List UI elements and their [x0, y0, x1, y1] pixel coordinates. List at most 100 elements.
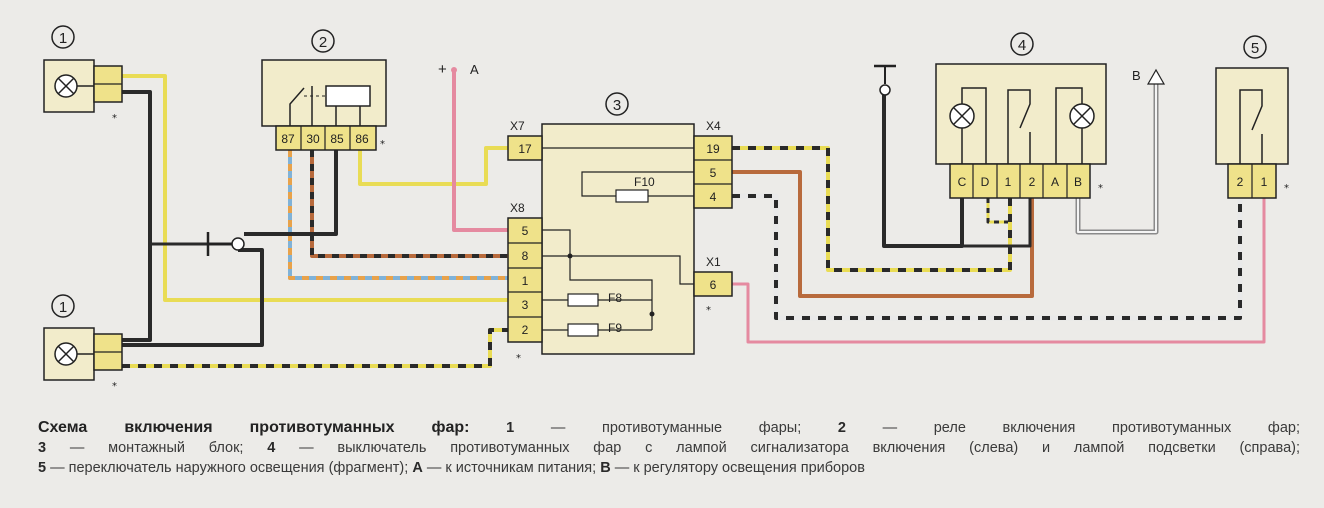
- caption-line-3: 5 — переключатель наружного освещения (ф…: [38, 458, 1300, 478]
- fuse-f8-icon: [567, 293, 599, 307]
- ground-mark-icon: ⁎: [112, 378, 117, 389]
- x1-pin-6: 6: [710, 278, 717, 292]
- connector-x7: [507, 135, 543, 161]
- power-letter-a: A: [470, 62, 479, 77]
- relay-pin-85: 85: [330, 132, 344, 146]
- switch-contact-icon: [1007, 89, 1031, 164]
- relay-pin-86: 86: [355, 132, 369, 146]
- fuse-f10-label: F10: [634, 175, 655, 189]
- wire-black-switch-c: [960, 198, 1032, 248]
- ground-mark-icon: ⁎: [1284, 180, 1289, 191]
- output-letter-b: B: [1132, 68, 1141, 83]
- component-numbers: 1 1 2 3 4 5: [51, 25, 1267, 318]
- caption-title: Схема включения противотуманных фар:: [38, 419, 470, 436]
- number-fog-lamp-top: 1: [59, 30, 67, 47]
- caption-num-3: 3: [38, 440, 47, 456]
- caption-text-3: — монтажный блок;: [46, 440, 268, 456]
- fog-switch: C D 1 2 A B ⁎: [935, 63, 1107, 199]
- diagram-caption: Схема включения противотуманных фар: 1 —…: [38, 418, 1300, 478]
- arrow-up-icon: [1146, 68, 1166, 85]
- caption-text-a: — к источникам питания;: [422, 460, 601, 476]
- number-fog-switch: 4: [1018, 37, 1026, 54]
- output-b-arrow: B: [1132, 68, 1166, 85]
- wire-blue-relay87-x8-1: [288, 150, 508, 280]
- x4-pin-19: 19: [706, 142, 720, 156]
- caption-num-5: 5: [38, 460, 47, 476]
- switch-contact-icon: [1239, 89, 1263, 164]
- connector-x8: 5 8 1 3 2: [507, 217, 543, 343]
- number-relay: 2: [319, 34, 327, 51]
- wire-black-ground-down: [122, 248, 264, 347]
- fog-switch-connector: C D 1 2 A B: [949, 163, 1091, 199]
- relay-connector: 87 30 85 86: [275, 125, 377, 151]
- fuse-f8-label: F8: [608, 291, 622, 305]
- wire-black-relay85: [244, 150, 338, 236]
- wire-yb-lamp-bottom-x8-2: [122, 328, 508, 368]
- ground-symbol-right: [874, 64, 896, 96]
- mounting-block: F10 F8 F9 X7 17 X4 19 5 4 X8 5 8 1: [507, 119, 733, 361]
- connector-x4: 19 5 4: [693, 135, 733, 209]
- ground-symbol-left: [206, 232, 245, 256]
- caption-num-b: B: [600, 460, 611, 476]
- connector-x8-label: X8: [510, 201, 525, 215]
- caption-text-4: — выключатель противотуманных фар с ламп…: [275, 440, 1300, 456]
- light-switch-pin-1: 1: [1261, 175, 1268, 189]
- x8-pin-2: 2: [522, 323, 529, 337]
- switch-pin-d: D: [981, 175, 990, 189]
- wire-yb-switch-d: [986, 198, 1008, 224]
- switch-pin-2: 2: [1029, 175, 1036, 189]
- wire-grey-x4-4-lightswitch: [732, 193, 1243, 321]
- connector-x7-label: X7: [510, 119, 525, 133]
- switch-pin-b: B: [1074, 175, 1082, 189]
- connector-x1-label: X1: [706, 255, 721, 269]
- caption-num-1: 1: [506, 420, 515, 436]
- x4-pin-5: 5: [710, 166, 717, 180]
- wire-pink-x1-6-lightswitch: [732, 198, 1266, 344]
- ground-mark-icon: ⁎: [1098, 180, 1103, 191]
- caption-num-a: A: [412, 460, 423, 476]
- light-switch-pin-2: 2: [1237, 175, 1244, 189]
- caption-num-2: 2: [837, 420, 846, 436]
- fog-lamp-top: ⁎: [43, 59, 123, 121]
- wire-brown-relay30-x8-8: [310, 150, 508, 258]
- fuse-f9-label: F9: [608, 321, 622, 335]
- power-terminal-icon: [451, 67, 457, 73]
- wire-yellow-lamp-top-x8-3: [122, 74, 508, 302]
- power-plus-label: +: [438, 61, 447, 78]
- connector-x1: [693, 271, 733, 297]
- number-fog-lamp-bottom: 1: [59, 299, 67, 316]
- light-switch-connector: 2 1: [1227, 163, 1277, 199]
- wire-yellow-relay86-x7-17: [358, 146, 508, 186]
- x8-pin-8: 8: [522, 249, 529, 263]
- ground-mark-icon: ⁎: [112, 110, 117, 121]
- number-mounting-block: 3: [613, 97, 621, 114]
- fuse-f9-icon: [567, 323, 599, 337]
- x8-pin-5: 5: [522, 224, 529, 238]
- fuse-f10-icon: [615, 189, 649, 203]
- ground-mark-icon: ⁎: [516, 350, 521, 361]
- light-switch: 2 1 ⁎: [1215, 67, 1289, 199]
- ground-mark-icon: ⁎: [380, 136, 385, 147]
- caption-text-1: — противотуманные фары;: [514, 420, 838, 436]
- x7-pin-17: 17: [518, 142, 532, 156]
- caption-num-4: 4: [267, 440, 276, 456]
- relay-coil-icon: [325, 85, 371, 107]
- x4-pin-4: 4: [710, 190, 717, 204]
- relay-contact-icon: [289, 86, 313, 126]
- relay-pin-30: 30: [306, 132, 320, 146]
- wires: [122, 72, 1266, 368]
- switch-pin-a: A: [1051, 175, 1059, 189]
- switch-pin-1: 1: [1005, 175, 1012, 189]
- wire-brown-x4-5-switch: [732, 170, 1034, 298]
- x8-pin-3: 3: [522, 298, 529, 312]
- number-light-switch: 5: [1251, 40, 1259, 57]
- wire-pink-power-x8-5: [452, 72, 508, 232]
- fog-lamp-bottom: ⁎: [43, 327, 123, 389]
- switch-pin-c: C: [958, 175, 967, 189]
- caption-text-2: — реле включения противотуманных фар;: [845, 420, 1300, 436]
- relay-pin-87: 87: [281, 132, 295, 146]
- wire-black-lamp-top-ground: [122, 90, 152, 342]
- caption-text-5: — переключатель наружного освещения (фра…: [46, 460, 413, 476]
- relay: 87 30 85 86 ⁎: [261, 59, 387, 151]
- ground-mark-icon: ⁎: [706, 302, 711, 313]
